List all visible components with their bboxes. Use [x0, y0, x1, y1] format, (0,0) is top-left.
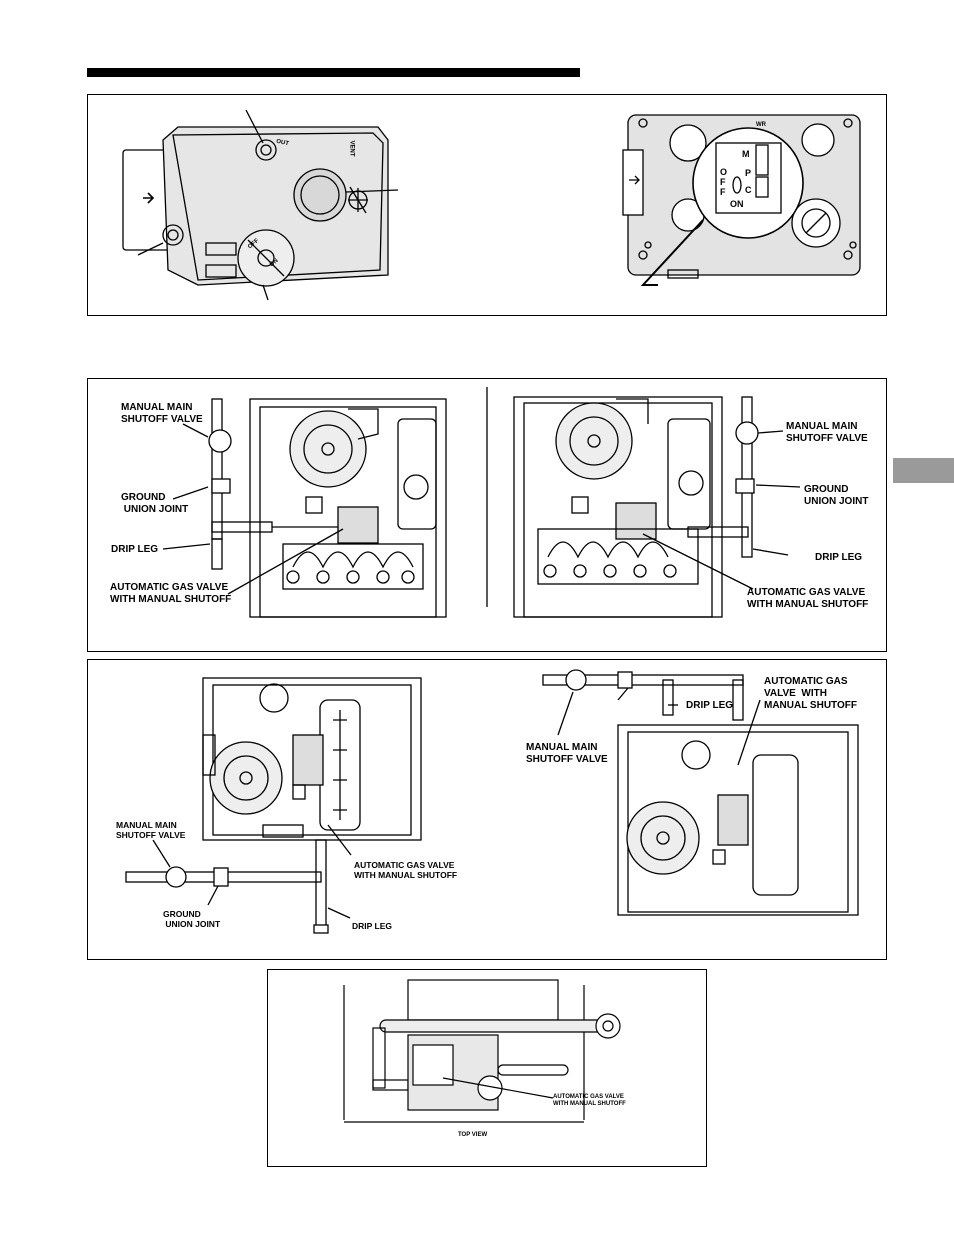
knob-c-label: C	[745, 185, 752, 195]
f4-top-view-caption: TOP VIEW	[458, 1132, 488, 1138]
f3r-auto-gas-valve-label: AUTOMATIC GAS VALVE WITH MANUAL SHUTOFF	[764, 676, 857, 711]
figure-gas-piping-horizontal: MANUAL MAIN SHUTOFF VALVE AUTOMATIC GAS …	[87, 659, 887, 960]
knob-f1-label: F	[720, 177, 726, 187]
f2l-drip-leg-label: DRIP LEG	[111, 544, 159, 555]
f3l-drip-leg-label: DRIP LEG	[352, 921, 392, 931]
wr-label: WR	[756, 122, 766, 128]
gas-piping-upflow-drawings	[162, 387, 801, 618]
top-view-drawing	[343, 979, 621, 1123]
f3r-manual-main-shutoff-label: MANUAL MAIN SHUTOFF VALVE	[526, 742, 608, 765]
f4-auto-gas-valve-label: AUTOMATIC GAS VALVE WITH MANUAL SHUTOFF	[553, 1094, 626, 1107]
knob-m-label: M	[742, 149, 750, 159]
f2l-auto-gas-valve-label: AUTOMATIC GAS VALVE WITH MANUAL SHUTOFF	[110, 582, 232, 605]
section-side-tab	[893, 458, 954, 483]
gas-piping-horizontal-drawings	[125, 669, 859, 934]
f2l-manual-main-shutoff-label: MANUAL MAIN SHUTOFF VALVE	[121, 402, 203, 425]
knob-f2-label: F	[720, 187, 726, 197]
f3l-auto-gas-valve-label: AUTOMATIC GAS VALVE WITH MANUAL SHUTOFF	[354, 860, 458, 880]
f3l-manual-main-shutoff-label: MANUAL MAIN SHUTOFF VALVE	[116, 820, 186, 840]
section-header-bar	[87, 68, 580, 77]
f2r-auto-gas-valve-label: AUTOMATIC GAS VALVE WITH MANUAL SHUTOFF	[747, 587, 869, 610]
knob-p-label: P	[745, 168, 752, 178]
gas-valve-drawings	[122, 109, 861, 301]
f2r-drip-leg-label: DRIP LEG	[815, 552, 863, 563]
valve-vent-label: VENT	[348, 140, 355, 157]
f2l-ground-union-label: GROUND UNION JOINT	[121, 492, 189, 515]
knob-o-label: O	[720, 167, 728, 177]
f2r-manual-main-shutoff-label: MANUAL MAIN SHUTOFF VALVE	[786, 421, 868, 444]
figure-top-view: AUTOMATIC GAS VALVE WITH MANUAL SHUTOFF …	[267, 969, 707, 1167]
figure-gas-valves: OUT VENT OFF ON WR O F F ON M P C	[87, 94, 887, 316]
f3l-ground-union-label: GROUND UNION JOINT	[163, 909, 221, 929]
knob-on-text: ON	[730, 199, 744, 209]
f3r-drip-leg-label: DRIP LEG	[686, 700, 734, 711]
f2r-ground-union-label: GROUND UNION JOINT	[804, 484, 869, 507]
figure-gas-piping-upflow: MANUAL MAIN SHUTOFF VALVE GROUND UNION J…	[87, 378, 887, 652]
